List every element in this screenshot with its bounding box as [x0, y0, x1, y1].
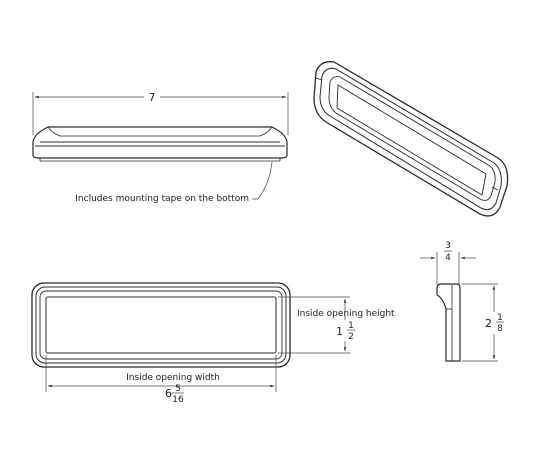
opening-width-label: Inside opening width: [126, 373, 220, 383]
opening-height-label: Inside opening height: [297, 309, 395, 319]
opening-width-num: 5: [175, 384, 181, 394]
front-view: 7 Includes mounting tape on the bottom: [32, 91, 289, 204]
opening-height-num: 1: [348, 321, 354, 331]
top-view: Inside opening height 1 1 2 Inside openi…: [31, 282, 395, 405]
height-den: 8: [497, 324, 503, 334]
depth-den: 4: [445, 253, 451, 263]
opening-height-den: 2: [348, 332, 354, 342]
isometric-view: [313, 61, 509, 217]
length-dimension: 7: [149, 91, 156, 104]
end-profile-view: 3 4 2 1 8: [420, 241, 504, 362]
mounting-tape-note: Includes mounting tape on the bottom: [75, 194, 249, 204]
height-num: 1: [497, 313, 503, 323]
height-whole: 2: [485, 317, 492, 330]
opening-height-whole: 1: [336, 325, 343, 338]
opening-width-den: 16: [172, 395, 184, 405]
depth-num: 3: [445, 241, 451, 251]
opening-width-whole: 6: [165, 387, 172, 400]
